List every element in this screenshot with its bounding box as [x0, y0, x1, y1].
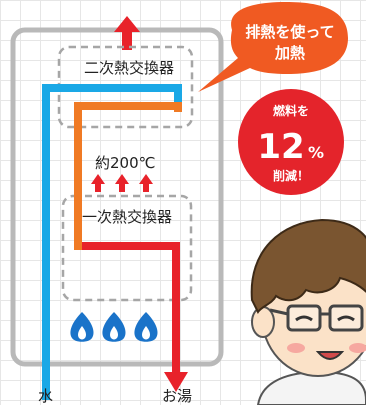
badge-percent: % — [308, 143, 324, 162]
heat-arrow — [91, 174, 105, 192]
exhaust-heat-callout: 排熱を使って 加熱 — [198, 2, 348, 92]
burner-flames — [70, 312, 158, 342]
callout-line2: 加熱 — [274, 44, 305, 62]
character-illustration — [250, 218, 366, 405]
callout-line1: 排熱を使って — [245, 23, 334, 41]
primary-exchanger-label: 一次熱交換器 — [82, 208, 172, 226]
fuel-reduction-badge: 燃料を 12 % 削減！ — [238, 89, 344, 195]
badge-line2: 削減！ — [273, 168, 309, 183]
cold-water-pipe — [42, 84, 182, 400]
heat-arrow — [115, 174, 129, 192]
badge-line1: 燃料を — [273, 103, 309, 118]
water-in-label: 水 — [38, 387, 53, 405]
hot-water-out-arrow — [164, 372, 188, 392]
heat-arrow — [139, 174, 153, 192]
flame-icon — [70, 312, 94, 342]
flame-icon — [134, 312, 158, 342]
flame-icon — [102, 312, 126, 342]
badge-number: 12 — [257, 127, 304, 167]
temperature-label: 約200℃ — [95, 154, 155, 172]
exhaust-arrow — [114, 16, 140, 50]
preheated-water-pipe — [74, 102, 182, 250]
secondary-exchanger-label: 二次熱交換器 — [84, 59, 174, 77]
hot-water-out-label: お湯 — [162, 387, 192, 405]
hot-water-pipe — [82, 242, 180, 374]
primary-heat-exchanger-box — [61, 194, 193, 302]
heat-flow-arrows — [91, 174, 153, 192]
